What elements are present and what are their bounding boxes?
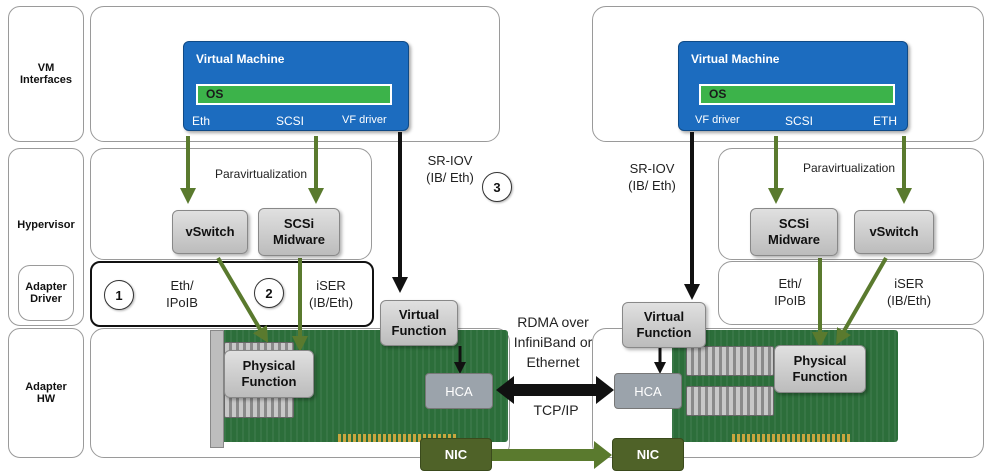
left-scsi-midware-box: SCSi Midware — [258, 208, 340, 256]
right-hca-box: HCA — [614, 373, 682, 409]
right-physical-function-box: Physical Function — [774, 345, 866, 393]
left-iser-label: iSER (IB/Eth) — [308, 278, 354, 310]
right-vf-driver-label: VF driver — [695, 114, 740, 126]
badge-3: 3 — [482, 172, 512, 202]
right-card-connector-top — [686, 346, 774, 376]
left-eth-ipoib-label: Eth/ IPoIB — [166, 278, 198, 310]
left-scsi-label: SCSI — [276, 114, 305, 128]
right-card-connector-bottom — [686, 386, 774, 416]
right-virtual-function-box: Virtual Function — [622, 302, 706, 348]
rdma-label: RDMA over InfiniBand or Ethernet — [513, 314, 593, 370]
right-paravirtualization-label: Paravirtualization — [802, 161, 896, 175]
tcpip-double-arrow — [468, 441, 612, 469]
right-vswitch-pf-arrow — [836, 257, 888, 345]
row-label-adapter-driver: Adapter Driver — [18, 265, 74, 321]
left-card-bracket — [210, 330, 224, 448]
left-hca-box: HCA — [425, 373, 493, 409]
right-vswitch-box: vSwitch — [854, 210, 934, 254]
right-iser-label: iSER (IB/Eth) — [886, 276, 932, 308]
left-vswitch-pf-arrow — [216, 256, 269, 343]
row-label-hypervisor-text: Hypervisor — [17, 219, 75, 231]
left-adapter-driver-panel — [90, 261, 374, 327]
badge-1: 1 — [104, 280, 134, 310]
left-paravirtualization-label: Paravirtualization — [214, 167, 308, 181]
right-os-bar: OS — [699, 84, 895, 105]
tcpip-label: TCP/IP — [533, 402, 579, 418]
right-eth-ipoib-label: Eth/ IPoIB — [774, 276, 806, 308]
right-eth-label: ETH — [873, 114, 897, 128]
left-vswitch-box: vSwitch — [172, 210, 248, 254]
left-virtual-machine: Virtual Machine OS Eth SCSI VF driver — [183, 41, 409, 131]
right-adapter-driver-panel — [718, 261, 984, 325]
row-label-adapter-hw: Adapter HW — [8, 328, 84, 458]
badge-2: 2 — [254, 278, 284, 308]
right-sriov-label: SR-IOV (IB/ Eth) — [628, 161, 676, 193]
right-nic-box: NIC — [612, 438, 684, 471]
right-card-pins — [732, 434, 852, 442]
left-virtual-function-box: Virtual Function — [380, 300, 458, 346]
left-vm-title: Virtual Machine — [196, 52, 285, 66]
right-vm-title: Virtual Machine — [691, 52, 780, 66]
left-nic-box: NIC — [420, 438, 492, 471]
left-sriov-label: SR-IOV (IB/ Eth) — [426, 153, 474, 185]
rdma-double-arrow — [496, 376, 614, 404]
right-scsi-label: SCSI — [785, 114, 814, 128]
row-label-vm-interfaces: VM Interfaces — [8, 6, 84, 142]
left-physical-function-box: Physical Function — [224, 350, 314, 398]
left-vf-driver-label: VF driver — [342, 114, 387, 126]
left-eth-label: Eth — [192, 114, 211, 128]
left-os-bar: OS — [196, 84, 392, 105]
right-virtual-machine: Virtual Machine OS VF driver SCSI ETH — [678, 41, 908, 131]
right-scsi-midware-box: SCSi Midware — [750, 208, 838, 256]
left-card-pins — [338, 434, 458, 442]
